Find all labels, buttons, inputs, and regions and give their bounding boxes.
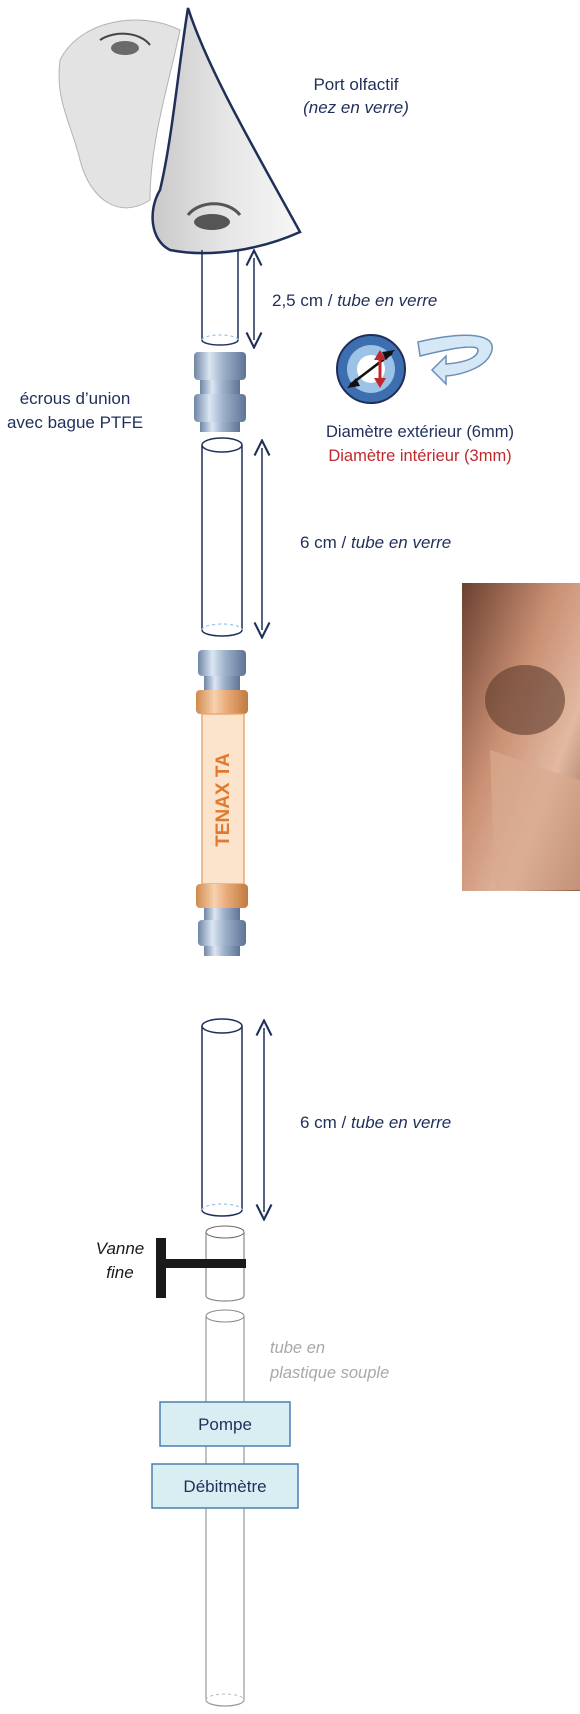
port-title: Port olfactif <box>313 75 398 94</box>
glass-tube-2 <box>202 438 242 636</box>
plastic-tube-label-line2: plastique souple <box>269 1364 389 1382</box>
union-label-line1: écrous d’union <box>20 389 131 408</box>
pump-box: Pompe <box>160 1402 290 1446</box>
union-label-line2: avec bague PTFE <box>7 413 143 432</box>
valve-label-line1: Vanne <box>96 1239 145 1258</box>
tube2-label: 6 cm / tube en verre <box>300 533 451 552</box>
union-nut-3 <box>196 884 248 956</box>
diameter-inner-label: Diamètre intérieur (3mm) <box>328 447 511 465</box>
nose-sketch-icon <box>59 8 300 253</box>
flowmeter-box: Débitmètre <box>152 1464 298 1508</box>
diameter-outer-label: Diamètre extérieur (6mm) <box>326 423 514 441</box>
glass-tube-3 <box>202 1019 242 1216</box>
tube-cross-section-icon <box>337 335 405 403</box>
tube3-label: 6 cm / tube en verre <box>300 1113 451 1132</box>
valve-label-line2: fine <box>106 1263 133 1282</box>
fine-valve <box>156 1226 246 1301</box>
flowmeter-label: Débitmètre <box>183 1477 266 1496</box>
union-nut-1 <box>194 352 246 432</box>
union-nut-2 <box>196 650 248 714</box>
tenax-label: TENAX TA <box>213 753 234 847</box>
curved-rotate-arrow-icon <box>418 335 492 384</box>
port-subtitle: (nez en verre) <box>303 98 409 117</box>
tenax-cartridge: TENAX TA <box>202 714 244 884</box>
glass-tube-1 <box>202 250 238 345</box>
pump-label: Pompe <box>198 1415 252 1434</box>
plastic-tube-label-line1: tube en <box>270 1339 325 1357</box>
tube1-label: 2,5 cm / tube en verre <box>272 291 437 310</box>
